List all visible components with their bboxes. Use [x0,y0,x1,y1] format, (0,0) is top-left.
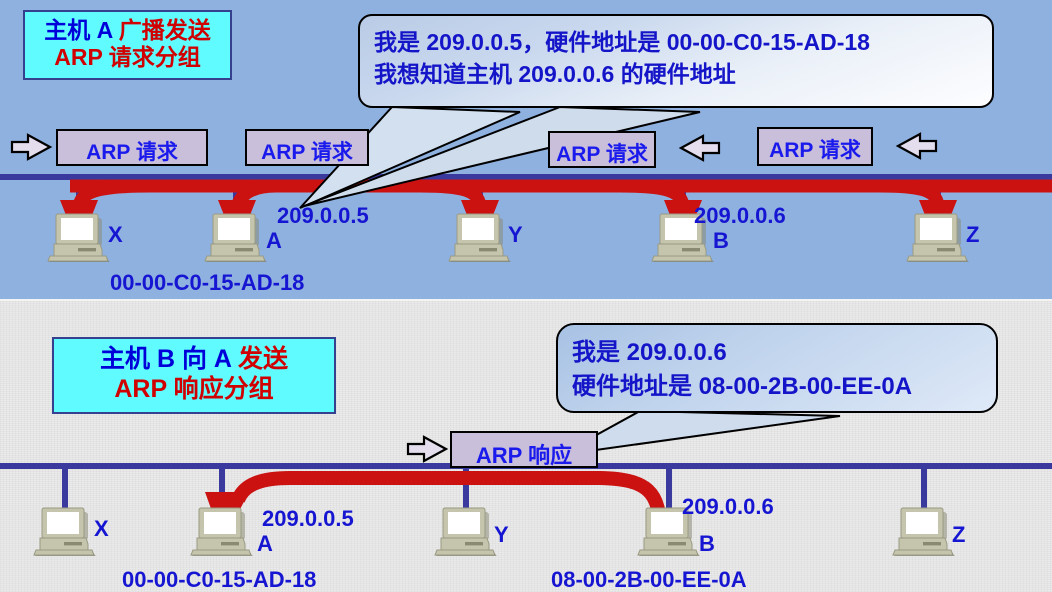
bottom-host-label-a: A [257,531,273,556]
top-title-line1-blue: 主机 A [44,17,113,43]
bottom-speech-bubble: 我是 209.0.0.6 硬件地址是 08-00-2B-00-EE-0A [556,323,998,413]
top-title-line1: 主机 A 广播发送 [31,17,224,44]
bottom-host-label-x: X [94,516,109,541]
bottom-host-label-b: B [699,531,715,556]
bottom-title-line1: 主机 B 向 A 发送 [60,345,328,375]
tag-arp-request-3: ARP 请求 [548,131,656,168]
top-host-ip-b: 209.0.0.6 [694,203,786,228]
top-host-label-x: X [108,222,123,247]
top-host-label-a: A [266,228,282,253]
bottom-host-ip-a: 209.0.0.5 [262,506,354,531]
top-speech-bubble: 我是 209.0.0.5，硬件地址是 00-00-C0-15-AD-18 我想知… [358,14,994,108]
tag-arp-request-2: ARP 请求 [245,129,369,166]
top-host-ip-a: 209.0.0.5 [277,203,369,228]
tag-arp-request-4: ARP 请求 [757,127,873,166]
top-host-label-y: Y [508,222,523,247]
top-title-line2: ARP 请求分组 [54,44,201,71]
top-host-mac-a: 00-00-C0-15-AD-18 [110,270,305,295]
bottom-host-label-y: Y [494,522,509,547]
bottom-title-box: 主机 B 向 A 发送 ARP 响应分组 [52,337,336,414]
bottom-host-label-z: Z [952,522,966,547]
bottom-bubble-line1: 我是 209.0.0.6 [572,339,727,366]
bottom-bubble-line2: 硬件地址是 08-00-2B-00-EE-0A [572,372,913,400]
top-title-line1-red: 广播发送 [118,17,211,43]
tag-arp-request-1: ARP 请求 [56,129,208,166]
bottom-title-line1-blue: 主机 B 向 A [100,345,232,373]
top-title-box: 主机 A 广播发送 ARP 请求分组 [23,10,232,81]
top-host-label-z: Z [966,222,980,247]
bottom-host-ip-b: 209.0.0.6 [682,494,774,519]
panel-divider [0,299,1052,301]
top-host-label-b: B [713,228,729,253]
tag-arp-response-1: ARP 响应 [450,431,598,468]
top-bubble-line1: 我是 209.0.0.5，硬件地址是 00-00-C0-15-AD-18 [374,29,870,55]
bottom-title-line2: ARP 响应分组 [114,374,274,403]
bottom-host-mac-b: 08-00-2B-00-EE-0A [551,567,747,592]
top-bubble-line2: 我想知道主机 209.0.0.6 的硬件地址 [374,60,736,87]
bottom-host-mac-a: 00-00-C0-15-AD-18 [122,567,317,592]
bottom-title-line1-red: 发送 [237,345,288,373]
